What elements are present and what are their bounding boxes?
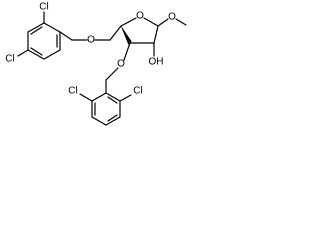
bond-ch2-c4 — [109, 25, 122, 41]
structure-diagram: Cl Cl O O O OH O Cl Cl — [0, 0, 194, 130]
upper-dichlorophenyl-ring — [27, 22, 61, 60]
lower-dichlorophenyl-ring — [91, 92, 121, 126]
bond-o-ch2-lower — [105, 67, 119, 81]
bond-cl-left — [17, 49, 29, 57]
bond-c3-o — [123, 42, 131, 61]
molecule-drawing: Cl Cl O O O OH O Cl Cl — [5, 2, 187, 126]
chlorine-label-lower-para: Cl — [133, 86, 142, 97]
bond-ring-ch2 — [59, 31, 73, 41]
ether-oxygen-label-lower: O — [117, 59, 125, 70]
chlorine-label-lower-ortho: Cl — [68, 86, 77, 97]
bond-cl-lower-ortho — [79, 93, 93, 102]
bond-o-methyl — [175, 18, 187, 26]
ring-oxygen-label: O — [136, 11, 144, 22]
methoxy-oxygen-label: O — [168, 12, 176, 23]
chlorine-label-top: Cl — [39, 2, 48, 13]
bond-c1-o — [157, 18, 169, 27]
chlorine-label-left: Cl — [5, 54, 14, 65]
furanose-ring — [120, 17, 159, 45]
hydroxyl-label: OH — [149, 57, 164, 68]
ether-oxygen-label-upper: O — [87, 35, 95, 46]
bond-cl-lower-para — [119, 94, 132, 102]
